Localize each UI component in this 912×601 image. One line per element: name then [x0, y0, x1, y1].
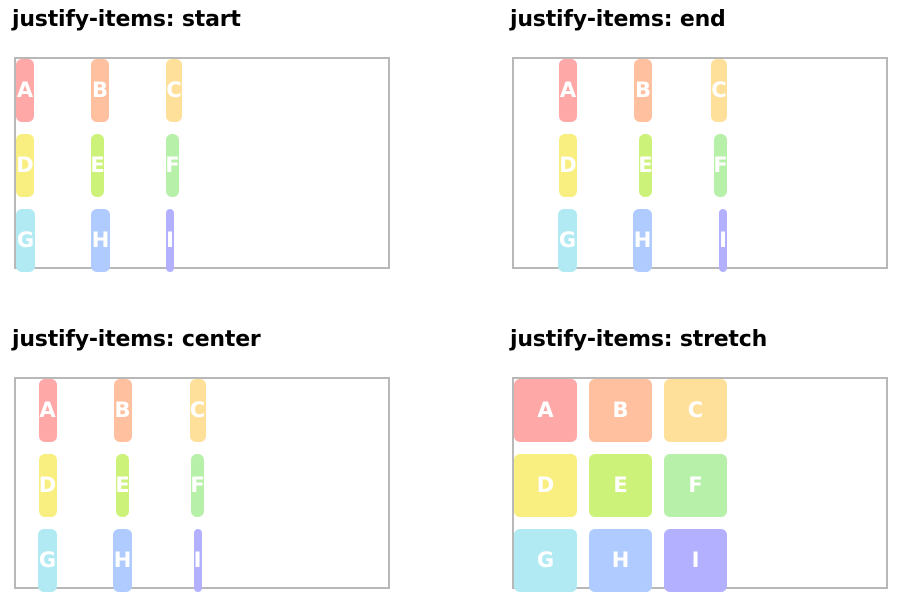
grid-item-e: E	[90, 134, 105, 197]
grid-item-c: C	[711, 59, 727, 122]
grid-item-d: D	[16, 134, 34, 197]
grid-item-i: I	[664, 529, 727, 592]
grid-item-g: G	[514, 529, 577, 592]
grid-item-d: D	[38, 454, 57, 517]
grid-item-b: B	[634, 59, 652, 122]
grid-item-c: C	[664, 379, 727, 442]
grid-item-g: G	[38, 529, 57, 592]
grid-item-i: I	[166, 209, 174, 272]
grid-item-d: D	[559, 134, 577, 197]
grid-item-f: F	[713, 134, 728, 197]
grid-item-h: H	[91, 209, 110, 272]
grid-item-a: A	[559, 59, 577, 122]
grid-item-h: H	[589, 529, 652, 592]
grid-item-b: B	[113, 379, 132, 442]
grid-item-e: E	[115, 454, 130, 517]
demo-title: justify-items: center	[12, 327, 261, 352]
grid-item-h: H	[633, 209, 652, 272]
grid-item-i: I	[193, 529, 202, 592]
demo-title: justify-items: stretch	[510, 327, 768, 352]
grid-item-e: E	[589, 454, 652, 517]
grid-item-e: E	[638, 134, 653, 197]
grid-item-b: B	[91, 59, 109, 122]
grid-item-g: G	[558, 209, 577, 272]
demo-title: justify-items: start	[12, 7, 241, 32]
grid-item-a: A	[16, 59, 34, 122]
grid-item-g: G	[16, 209, 35, 272]
grid-item-h: H	[113, 529, 132, 592]
grid-item-a: A	[38, 379, 57, 442]
grid-item-c: C	[166, 59, 182, 122]
grid-item-a: A	[514, 379, 577, 442]
grid-item-d: D	[514, 454, 577, 517]
grid-item-c: C	[189, 379, 206, 442]
grid-item-f: F	[664, 454, 727, 517]
grid-item-f: F	[165, 134, 180, 197]
grid-item-b: B	[589, 379, 652, 442]
grid-item-i: I	[719, 209, 727, 272]
grid-item-f: F	[190, 454, 205, 517]
demo-title: justify-items: end	[510, 7, 726, 32]
